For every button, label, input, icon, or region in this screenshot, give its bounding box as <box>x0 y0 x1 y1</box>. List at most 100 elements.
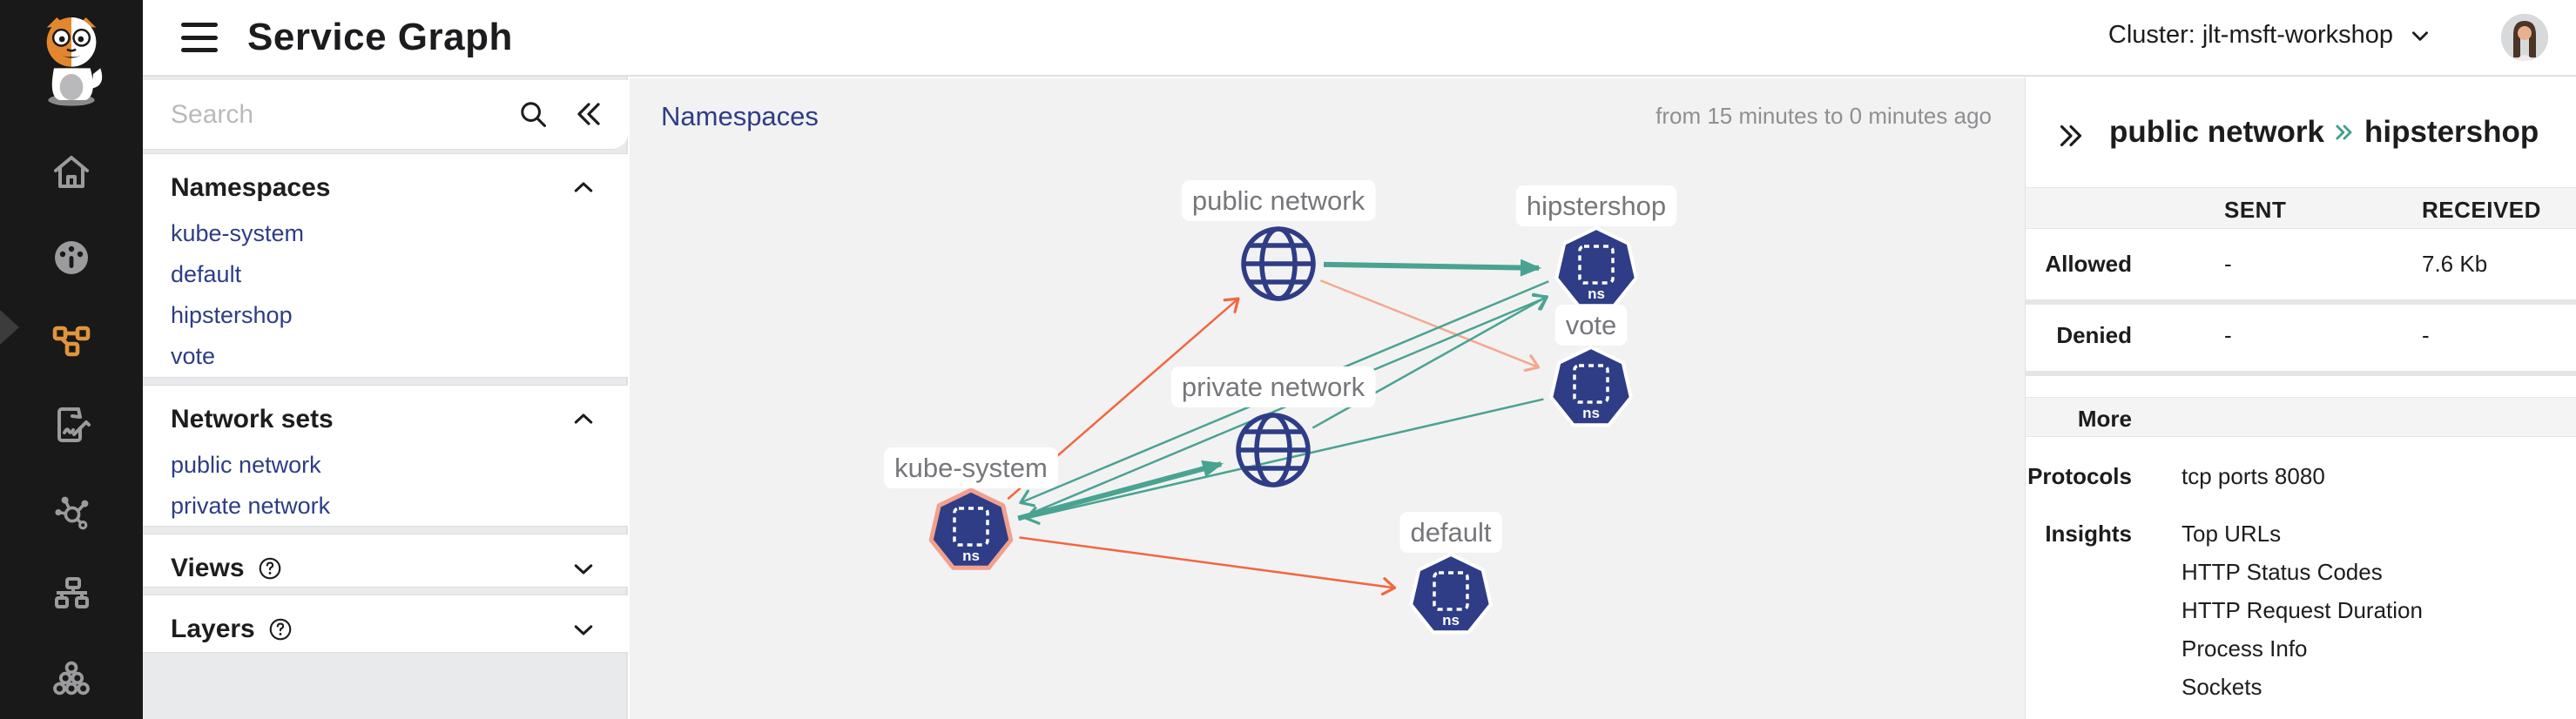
graph-node-default[interactable]: ns default <box>1399 512 1502 635</box>
node-label-chip <box>1554 305 1628 346</box>
node-label-public-network: public network <box>1192 185 1366 216</box>
node-label-chip <box>1399 512 1502 553</box>
time-range-label: from 15 minutes to 0 minutes ago <box>1656 103 1992 129</box>
edge-private-network-to-hipstershop[interactable] <box>1312 293 1548 429</box>
nav-rail <box>0 0 143 719</box>
avatar[interactable] <box>2501 14 2548 61</box>
expand-panel-icon[interactable] <box>2053 120 2088 151</box>
denied-received-value: - <box>2422 322 2430 348</box>
edge-public-network-to-hipstershop[interactable] <box>1323 259 1542 277</box>
edge-kube-system-to-private-network[interactable] <box>1017 460 1224 521</box>
graph-node-private-network[interactable]: private network <box>1170 366 1376 487</box>
namespace-badge: ns <box>1582 405 1600 421</box>
row-label: Allowed <box>2045 251 2132 277</box>
edge-kube-system-to-hipstershop[interactable] <box>1018 292 1548 520</box>
node-label-chip <box>1170 366 1376 407</box>
namespace-badge: ns <box>1442 612 1460 628</box>
hamburger-menu-icon[interactable] <box>181 23 218 52</box>
insight-item[interactable]: Sockets <box>2182 674 2262 700</box>
allowed-received-value: 7.6 Kb <box>2422 251 2488 277</box>
chevron-up-icon[interactable] <box>570 175 597 201</box>
node-label-default: default <box>1410 517 1491 548</box>
node-label-vote: vote <box>1566 310 1617 340</box>
canvas-mode-label: Namespaces <box>661 101 819 131</box>
section-card-namespaces: Namespaces kube-system default hipstershop v… <box>143 153 628 378</box>
active-nav-marker <box>0 310 19 345</box>
edge-public-network-to-vote[interactable] <box>1319 279 1541 373</box>
clusters-icon[interactable] <box>0 651 143 707</box>
edge-kube-system-to-default[interactable] <box>1019 536 1397 596</box>
allowed-sent-value: - <box>2224 251 2232 277</box>
section-card-views: Views <box>143 534 628 588</box>
cluster-selector-label: Cluster: jlt-msft-workshop <box>2107 21 2393 49</box>
sidebar-item-public-network[interactable]: public network <box>171 452 321 478</box>
more-section-header: More <box>2026 397 2576 437</box>
chevron-down-icon[interactable] <box>570 616 597 642</box>
reports-icon[interactable] <box>0 397 143 453</box>
chevron-up-icon[interactable] <box>570 407 597 433</box>
insight-item[interactable]: Top URLs <box>2182 521 2282 547</box>
section-card-network-sets: Network sets public network private networ… <box>143 385 628 527</box>
help-icon[interactable] <box>257 555 283 581</box>
details-title: public network hipstershop <box>2109 115 2539 150</box>
search-input[interactable] <box>171 96 502 134</box>
node-label-kube-system: kube-system <box>894 453 1048 483</box>
sidebar-item-private-network[interactable]: private network <box>171 493 331 519</box>
graph-canvas[interactable]: Namespaces from 15 minutes to 0 minutes … <box>630 78 2025 719</box>
section-title: Namespaces <box>171 173 331 202</box>
help-icon[interactable] <box>267 616 293 642</box>
section-header[interactable]: Views <box>171 554 597 583</box>
more-label: More <box>2077 406 2132 432</box>
section-card-layers: Layers <box>143 595 628 653</box>
graph-node-kube-system[interactable]: ns kube-system <box>884 447 1058 570</box>
section-title: Layers <box>171 615 255 643</box>
service-graph-icon[interactable] <box>0 313 143 369</box>
node-label-chip <box>1181 180 1376 221</box>
namespace-badge: ns <box>1588 286 1605 302</box>
section-title: Network sets <box>171 405 334 433</box>
section-title: Views <box>171 554 245 582</box>
dashboard-icon[interactable] <box>0 230 143 286</box>
hierarchy-icon[interactable] <box>0 566 143 622</box>
row-label: Denied <box>2056 322 2132 348</box>
insight-item[interactable]: Process Info <box>2182 635 2308 662</box>
node-label-hipstershop: hipstershop <box>1527 191 1666 221</box>
column-sent: SENT <box>2224 197 2287 223</box>
node-label-chip <box>1515 185 1677 226</box>
row-divider <box>2026 371 2576 376</box>
graph-node-public-network[interactable]: public network <box>1181 180 1376 301</box>
sidebar-item-hipstershop[interactable]: hipstershop <box>171 302 293 328</box>
edge-target-label: hipstershop <box>2364 115 2539 149</box>
namespace-badge: ns <box>962 548 980 564</box>
insight-item[interactable]: HTTP Status Codes <box>2182 559 2383 585</box>
edge-direction-icon <box>2336 124 2352 140</box>
column-received: RECEIVED <box>2422 197 2541 223</box>
chevron-down-icon[interactable] <box>570 555 597 581</box>
section-header[interactable]: Namespaces <box>171 173 597 203</box>
service-graph-svg[interactable]: public network ns hipstershop ns vote private… <box>630 78 2025 719</box>
page-title: Service Graph <box>247 16 513 58</box>
top-bar: Service Graph Cluster: jlt-msft-workshop <box>143 0 2576 77</box>
section-header[interactable]: Network sets <box>171 405 597 434</box>
otter-logo[interactable] <box>0 9 143 113</box>
graph-node-vote[interactable]: ns vote <box>1549 305 1633 427</box>
insights-label: Insights <box>2045 521 2132 547</box>
protocols-value: tcp ports 8080 <box>2182 463 2325 489</box>
edge-vote-to-kube-system[interactable] <box>1024 398 1544 525</box>
cluster-selector[interactable]: Cluster: jlt-msft-workshop <box>2108 21 2431 50</box>
row-divider <box>2026 299 2576 305</box>
details-panel: public network hipstershop SENT RECEIVED… <box>2025 77 2576 719</box>
search-icon[interactable] <box>516 97 550 131</box>
sidebar-item-kube-system[interactable]: kube-system <box>171 220 305 246</box>
sidebar-item-vote[interactable]: vote <box>171 343 216 369</box>
sidebar-item-default[interactable]: default <box>171 261 242 287</box>
chevron-down-icon <box>2412 30 2428 41</box>
search-card <box>143 80 628 150</box>
access-graph-icon[interactable] <box>0 484 143 540</box>
home-icon[interactable] <box>0 144 143 200</box>
insight-item[interactable]: HTTP Request Duration <box>2182 597 2423 623</box>
collapse-sidebar-icon[interactable] <box>572 97 605 131</box>
graph-node-hipstershop[interactable]: ns hipstershop <box>1515 185 1677 308</box>
edge-source-label: public network <box>2109 115 2324 149</box>
section-header[interactable]: Layers <box>171 615 597 644</box>
